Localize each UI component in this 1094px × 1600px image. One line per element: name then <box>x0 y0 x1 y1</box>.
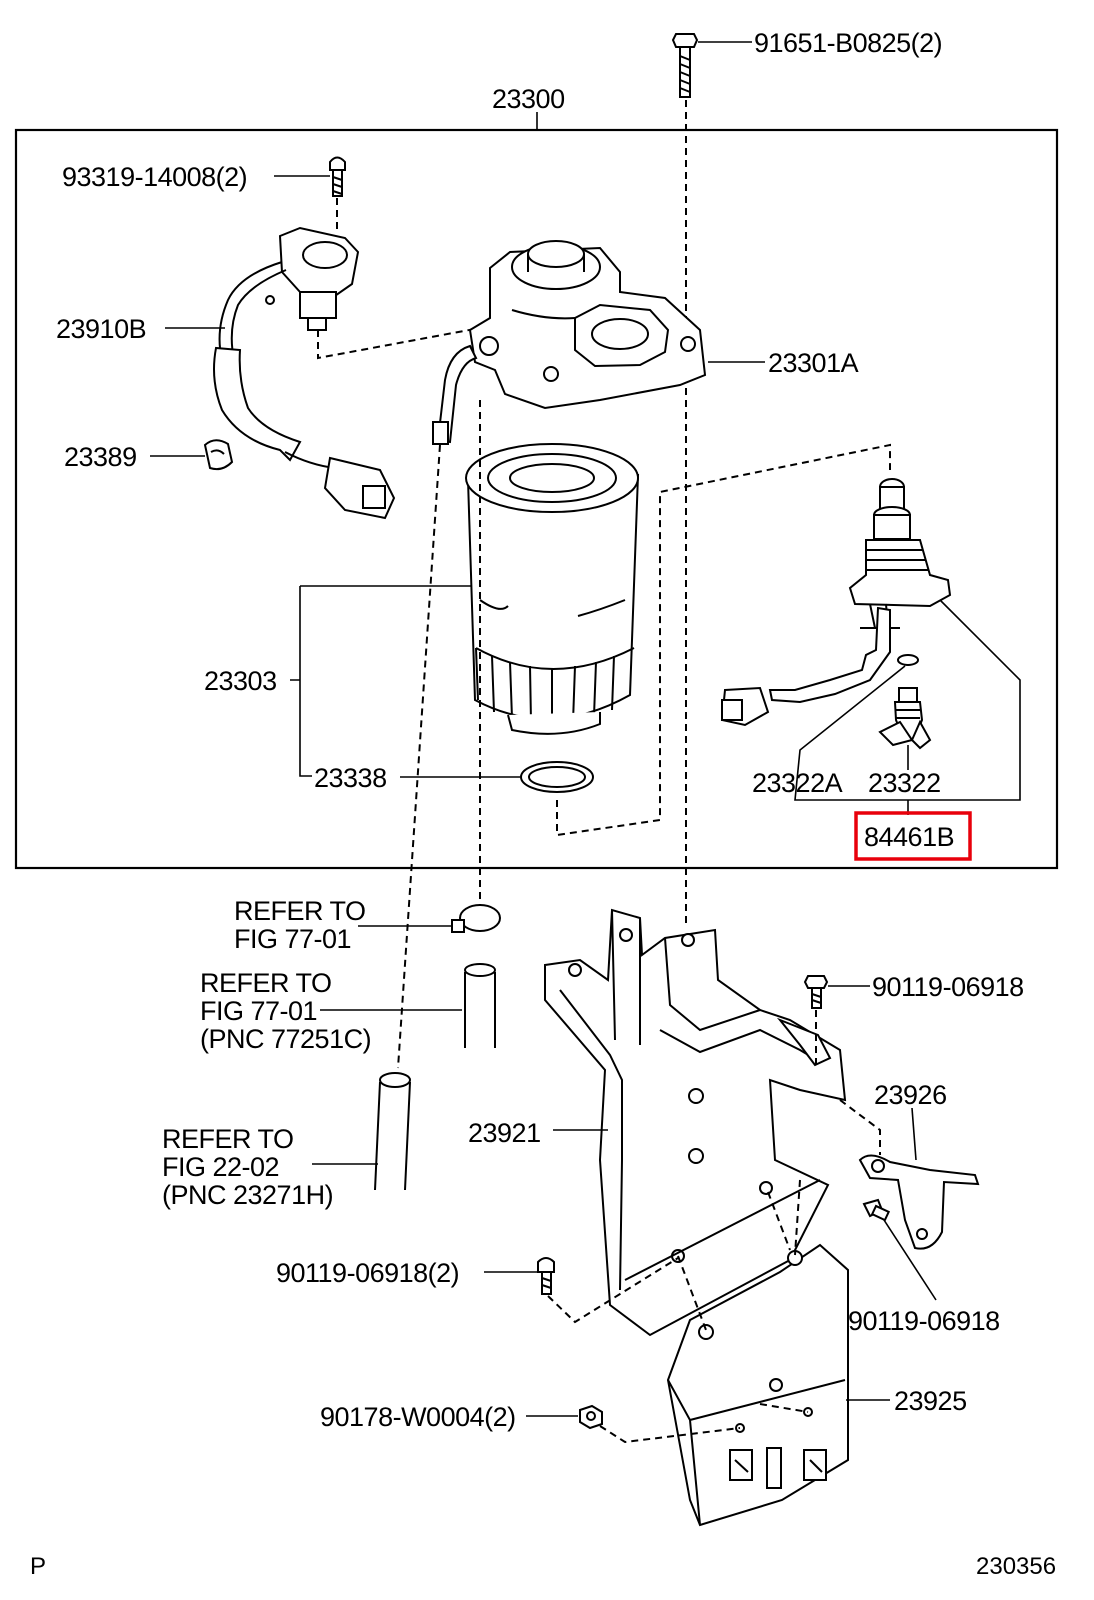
bolt-left-icon <box>537 1257 555 1295</box>
label-23301a: 23301A <box>768 348 859 378</box>
label-23925: 23925 <box>894 1386 967 1416</box>
fuel-hose-icon <box>464 963 496 1048</box>
bolt-right-icon <box>803 975 829 1009</box>
label-refer1-line2: FIG 77-01 <box>234 924 351 954</box>
bracket-main-icon <box>544 908 847 1337</box>
label-refer2-line1: REFER TO <box>200 968 332 998</box>
label-93319-14008: 93319-14008(2) <box>62 162 247 192</box>
label-23300: 23300 <box>492 84 565 114</box>
hose-clip-icon <box>451 904 501 933</box>
wire-harness-icon <box>213 226 396 520</box>
label-23926: 23926 <box>874 1080 947 1110</box>
label-90119-06918-right-lower: 90119-06918 <box>848 1306 1000 1336</box>
label-84461b: 84461B <box>864 822 954 852</box>
label-23322a: 23322A <box>752 768 843 798</box>
water-sensor-icon <box>720 478 952 750</box>
label-23338: 23338 <box>314 763 387 793</box>
label-90119-06918-left: 90119-06918(2) <box>276 1258 459 1288</box>
gasket-icon <box>520 761 594 793</box>
figure-code: 230356 <box>976 1553 1056 1580</box>
bracket-plate-icon <box>666 1243 849 1527</box>
filter-element-icon <box>465 443 640 735</box>
bracket-small-icon <box>858 1154 980 1250</box>
label-23910b: 23910B <box>56 314 146 344</box>
label-refer3-line2: FIG 22-02 <box>162 1152 279 1182</box>
nut-icon <box>579 1404 603 1430</box>
label-23921: 23921 <box>468 1118 541 1148</box>
label-90119-06918-right: 90119-06918 <box>872 972 1024 1002</box>
label-refer2-line2: FIG 77-01 <box>200 996 317 1026</box>
return-hose-icon <box>374 1072 411 1191</box>
label-refer1-line1: REFER TO <box>234 896 366 926</box>
highlight-box <box>854 811 972 861</box>
label-23303: 23303 <box>204 666 277 696</box>
label-refer3-line1: REFER TO <box>162 1124 294 1154</box>
filter-head-icon <box>432 240 707 445</box>
label-23389: 23389 <box>64 442 137 472</box>
label-23322: 23322 <box>868 768 941 798</box>
clamp-icon <box>203 439 234 471</box>
label-refer2-line3: (PNC 77251C) <box>200 1024 371 1054</box>
screw-sensor-icon <box>329 156 346 197</box>
corner-mark: P <box>30 1553 46 1580</box>
label-90178-w0004: 90178-W0004(2) <box>320 1402 516 1432</box>
label-91651-b0825: 91651-B0825(2) <box>754 28 942 58</box>
label-refer3-line3: (PNC 23271H) <box>162 1180 333 1210</box>
bolt-top-icon <box>671 33 699 98</box>
bolt-right-lower-icon <box>862 1198 891 1222</box>
